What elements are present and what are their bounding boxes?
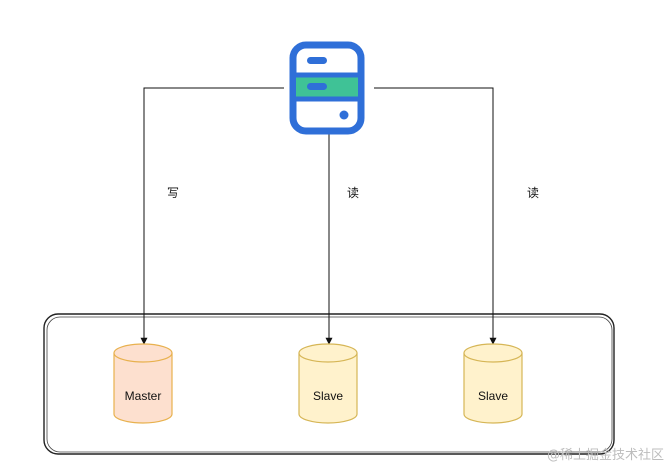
- edge-label-read-2: 读: [527, 186, 539, 200]
- edge-label-write: 写: [167, 186, 179, 200]
- watermark: @稀土掘金技术社区: [547, 447, 664, 463]
- db-master-label: Master: [125, 389, 162, 403]
- connector-write-master: [140, 87, 284, 345]
- db-master-top: [113, 343, 173, 363]
- db-slave-1-top: [298, 343, 358, 363]
- db-master-body: [113, 353, 173, 424]
- server-icon: [289, 41, 365, 135]
- db-slave-2-body: [463, 353, 523, 424]
- db-slave-2: Slave: [463, 343, 523, 424]
- db-slave-2-label: Slave: [478, 389, 508, 403]
- db-slave-2-top: [463, 343, 523, 363]
- db-slave-1-label: Slave: [313, 389, 343, 403]
- edge-label-read-1: 读: [347, 186, 359, 200]
- db-slave-1: Slave: [298, 343, 358, 424]
- connector-read-slave-2: [374, 87, 497, 345]
- db-master: Master: [113, 343, 173, 424]
- db-slave-1-body: [298, 353, 358, 424]
